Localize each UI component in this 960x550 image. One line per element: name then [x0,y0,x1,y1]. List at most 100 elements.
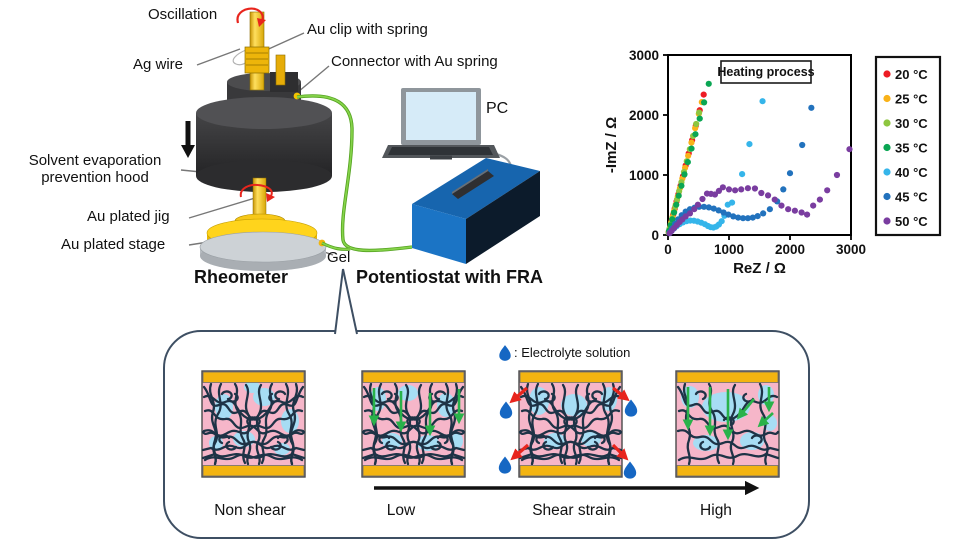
data-point [751,185,759,192]
legend-label: 25 °C [895,91,928,106]
legend-marker [883,217,891,225]
data-point [732,187,739,194]
label-au-stage: Au plated stage [61,236,166,253]
electrode-bottom [362,465,465,477]
data-point [705,80,712,87]
label-low: Low [386,502,416,519]
label-high: High [700,502,732,519]
rheometer-stage-group [199,177,327,271]
data-point [675,192,682,199]
data-point [744,215,752,222]
label-oscillation: Oscillation [148,6,218,23]
data-point [766,206,773,213]
data-point [749,214,756,221]
legend-label: 30 °C [895,116,928,131]
data-point [744,185,752,192]
gel-panel-high-shear [675,370,780,478]
touchpad [430,155,452,160]
label-gel: Gel [327,249,351,266]
data-point [803,211,811,218]
data-point [669,216,676,223]
data-point [739,215,747,222]
data-point [833,171,841,179]
leader-lines [180,32,334,256]
data-point [699,195,706,203]
gel-panel-mid-shear [518,370,623,478]
au-stage-disc [206,218,318,248]
data-point [688,139,695,146]
legend-label: 45 °C [895,189,928,204]
data-point [730,213,737,220]
callout-wedge [334,268,358,335]
data-point [739,171,746,178]
data-point [798,209,805,216]
potentiostat-box [412,158,540,264]
electrode-top [362,371,465,383]
data-point [758,189,765,197]
data-point [771,196,778,203]
legend-marker [883,192,891,201]
data-point [692,131,699,138]
data-point [754,213,761,220]
data-point [694,201,701,208]
data-point [700,91,707,98]
y-axis-title: -ImZ / Ω [603,117,620,173]
annotation-box [720,60,812,84]
droplet-icon [499,345,511,361]
data-point [816,196,823,203]
label-shear-strain: Shear strain [532,502,616,519]
ag-wire-line [232,49,250,66]
legend-marker [883,168,891,176]
data-point [696,115,703,122]
usb-cable [480,149,513,173]
data-point [688,145,695,152]
label-pc: PC [486,100,509,117]
data-point [700,203,708,210]
data-point [810,202,817,209]
data-point [824,187,831,194]
legend-label: 50 °C [895,214,928,229]
label-ag-wire: Ag wire [133,56,184,73]
x-tick-label: 2000 [775,242,805,257]
x-tick-label: 1000 [714,242,744,257]
label-au-jig: Au plated jig [87,208,170,225]
data-point [759,98,766,105]
vent-slot [452,171,494,199]
hood-group [196,72,332,192]
wire-terminal [293,92,301,100]
data-point [715,187,723,194]
shear-strain-box: : Electrolyte solution Non shear Low She… [163,330,810,539]
data-point [785,206,792,213]
data-point [764,192,772,199]
data-point [778,202,785,209]
data-point [691,206,698,213]
green-wire [296,94,413,253]
gel-panel-low-shear [361,370,466,478]
label-rheometer: Rheometer [194,267,289,287]
gel-panel-non-shear [201,370,306,478]
data-point [671,209,678,216]
data-point [705,204,712,211]
data-point [735,214,742,221]
data-point [760,210,767,217]
y-tick-label: 3000 [629,48,659,63]
data-point [720,209,727,216]
data-point [746,141,753,148]
data-point [808,104,815,111]
oscillation-shaft-group [244,11,301,100]
data-point [738,186,745,193]
legend-label: 35 °C [895,140,928,155]
data-point [676,188,683,195]
label-hood: Solvent evaporation prevention hood [28,152,162,186]
data-point [710,205,717,212]
rotation-arrow-icon [239,183,273,198]
squeeze-arrows-red [509,386,630,461]
stage-terminal [318,239,326,247]
label-au-clip: Au clip with spring [307,21,428,38]
label-potentiostat: Potentiostat with FRA [356,267,543,287]
data-point [725,186,733,193]
annotation-label: Heating process [717,65,814,79]
au-pin-shape [275,54,286,86]
data-point [780,186,787,193]
